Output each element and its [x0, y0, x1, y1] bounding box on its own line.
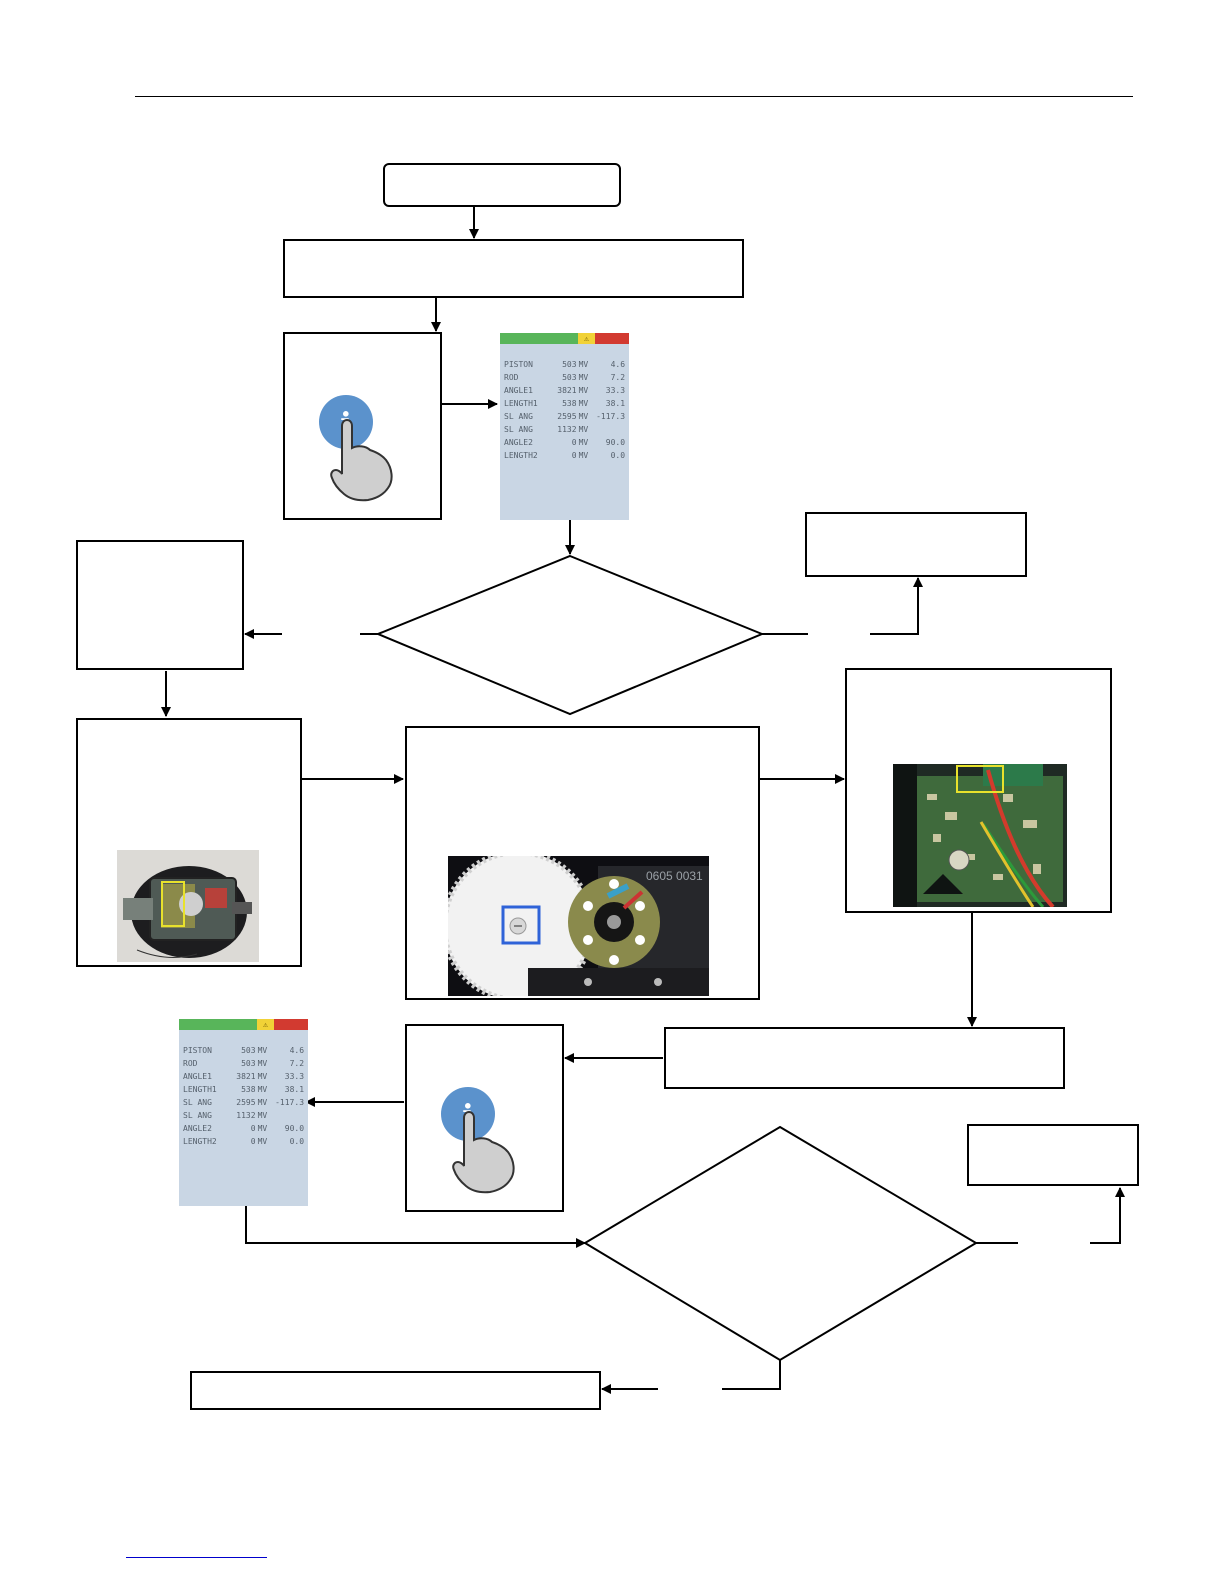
decision1-diamond [375, 554, 765, 716]
lcd-status-green [500, 333, 578, 344]
start-box [383, 163, 621, 207]
arrow-decision2-right [1090, 1187, 1125, 1244]
gear-adjust-box: 0605 0031 [405, 726, 760, 1000]
lcd-status-red [595, 333, 629, 344]
result2-box [967, 1124, 1139, 1186]
remove-cover-box [76, 718, 302, 967]
lcd-status-green [179, 1019, 257, 1030]
header-rule [135, 96, 1133, 97]
line-decision2-bottom [722, 1360, 781, 1390]
gear-illustration: 0605 0031 [448, 856, 709, 996]
lcd-status-red [274, 1019, 308, 1030]
info-button-panel: i [283, 332, 442, 520]
footer-link-underline[interactable] [126, 1557, 267, 1558]
result1-box [805, 512, 1027, 577]
info-press-illustration: i [319, 395, 393, 502]
sensor-housing-illustration [117, 850, 259, 962]
circuit-board-illustration [893, 764, 1067, 907]
info-button-panel-2: i [405, 1024, 564, 1212]
sensor-housing-photo [117, 850, 259, 962]
lcd-status-bar: ⚠ [500, 333, 629, 344]
lcd-status-bar: ⚠ [179, 1019, 308, 1030]
warning-icon: ⚠ [578, 333, 595, 344]
pointing-hand-icon [452, 1111, 515, 1194]
gear-photo: 0605 0031 [448, 856, 709, 996]
wait-box [664, 1027, 1065, 1089]
warning-icon: ⚠ [257, 1019, 274, 1030]
highlight-box-yellow [161, 881, 185, 927]
arrow-decision1-right [870, 577, 923, 635]
highlight-box-blue [501, 905, 541, 945]
circuit-board-photo [893, 764, 1067, 907]
decision2-diamond [583, 1125, 978, 1362]
info-press-illustration-2: i [441, 1087, 515, 1194]
pointing-hand-icon [330, 419, 393, 502]
highlight-box-yellow [956, 765, 1004, 793]
step1-box [283, 239, 744, 298]
board-box [845, 668, 1112, 913]
left-step-box [76, 540, 244, 670]
arrow-lcd2-to-decision2 [245, 1206, 586, 1248]
gear-photo-label: 0605 0031 [646, 869, 703, 883]
final-box [190, 1371, 601, 1410]
